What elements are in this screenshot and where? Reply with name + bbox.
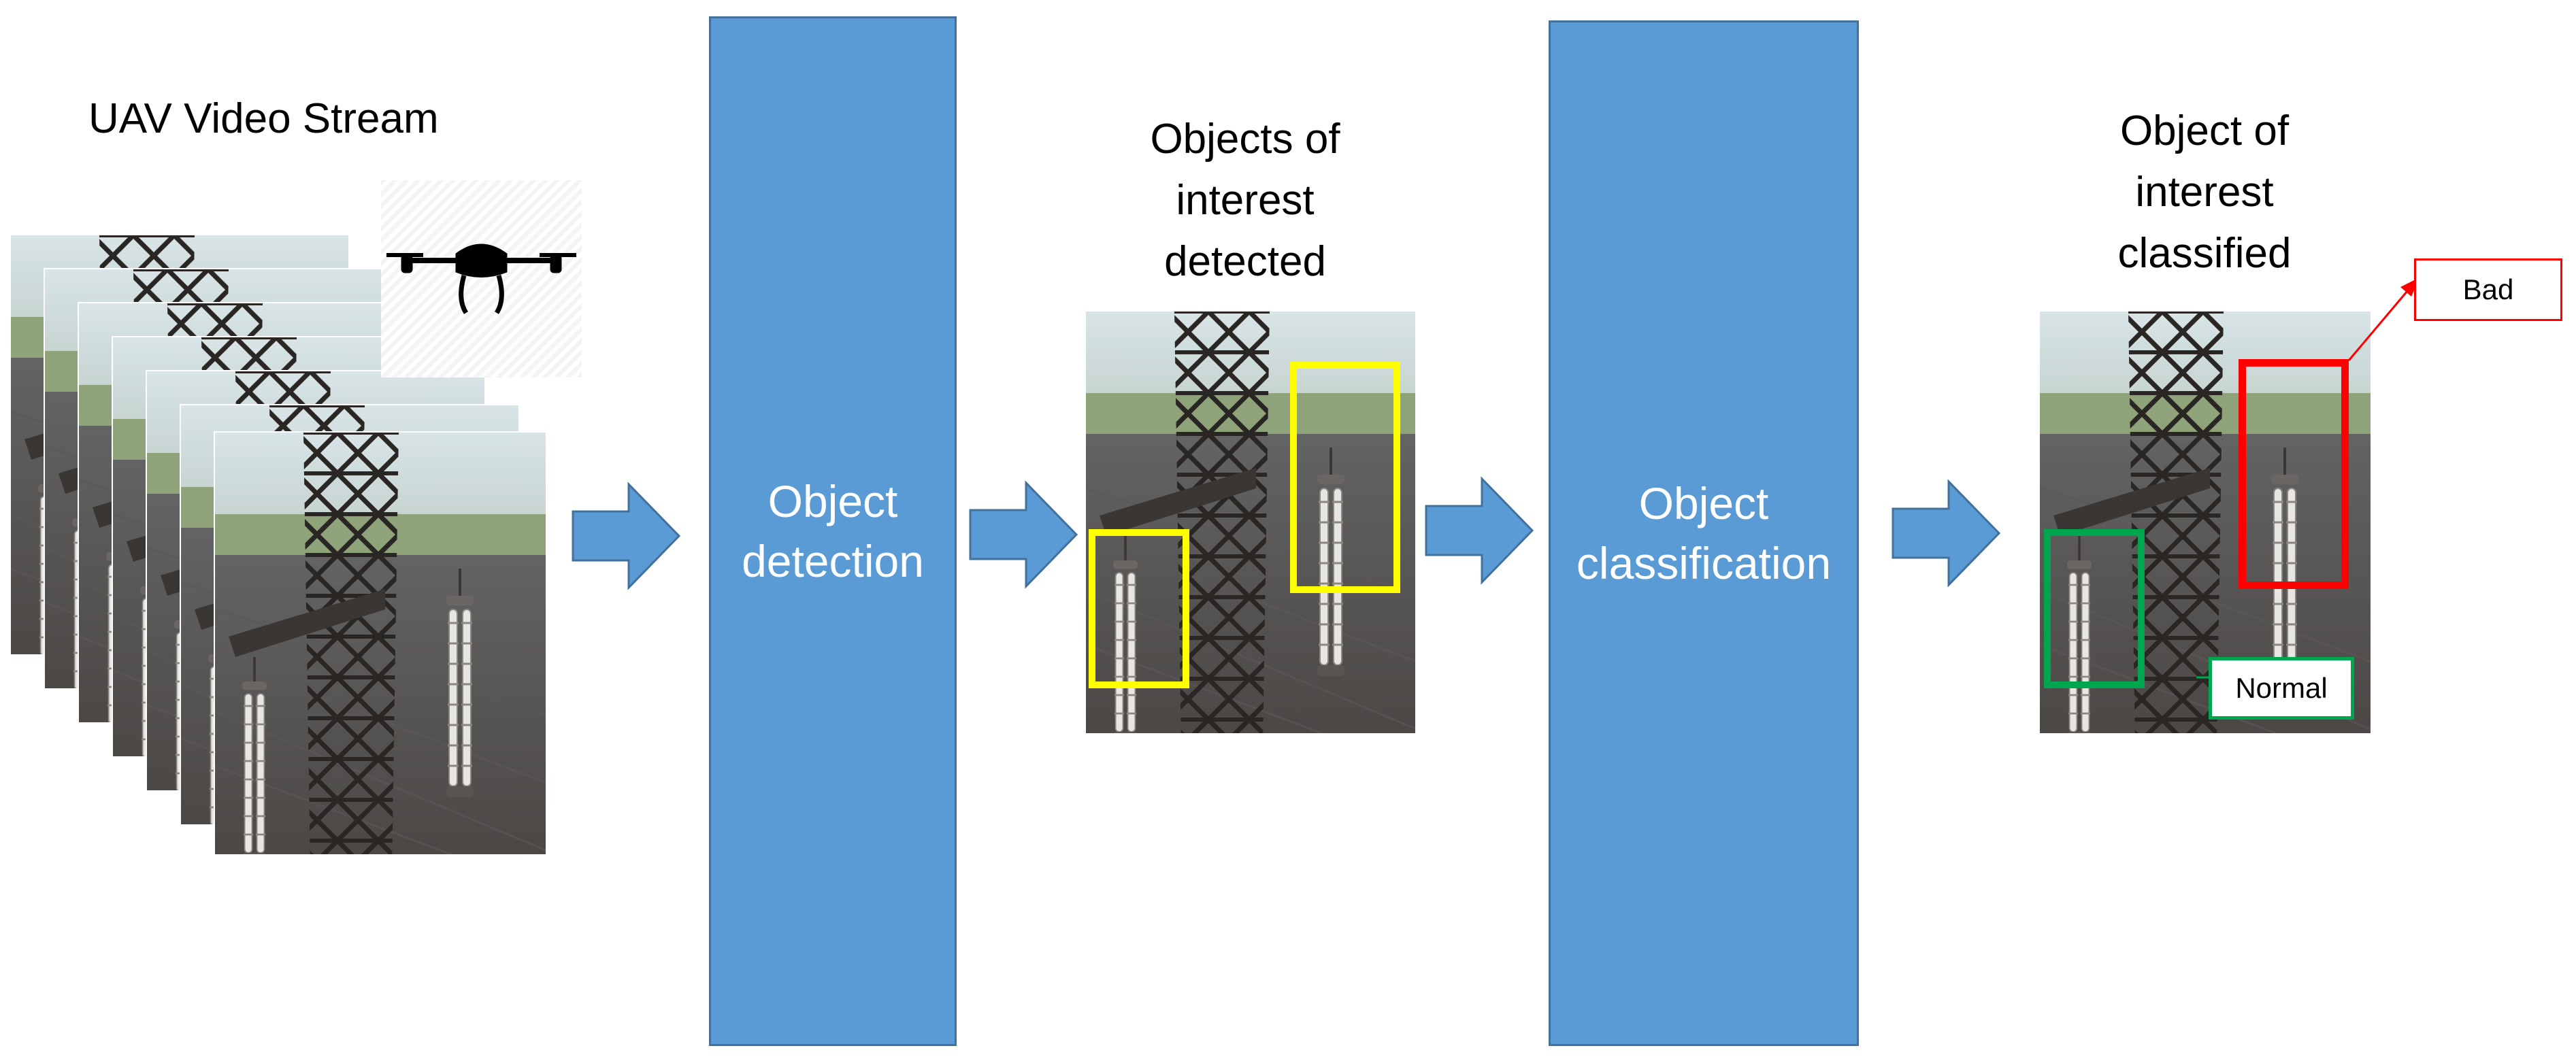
bad-box xyxy=(2239,359,2349,589)
drone-icon xyxy=(386,243,576,314)
right-arrow-icon xyxy=(572,482,681,590)
detection-box-2 xyxy=(1089,529,1189,688)
detected-title-line3: detected xyxy=(1164,238,1326,285)
right-arrow-icon xyxy=(1892,479,2001,588)
drone-backdrop xyxy=(381,180,582,377)
stage-classification-line1: Object xyxy=(1638,478,1769,528)
detected-title-line2: interest xyxy=(1176,177,1315,224)
detected-title-line1: Objects of xyxy=(1150,116,1340,163)
stage-classification-line2: classification xyxy=(1576,538,1832,588)
bad-label: Bad xyxy=(2414,258,2562,321)
detected-frame xyxy=(1085,310,1417,735)
input-title: UAV Video Stream xyxy=(88,95,439,142)
right-arrow-icon xyxy=(969,480,1078,589)
classified-title-line1: Object of xyxy=(2119,107,2290,154)
classified-frame xyxy=(2038,310,2372,735)
normal-box xyxy=(2044,529,2145,688)
detected-title: Objects of interest detected xyxy=(1075,109,1415,292)
detection-box-1 xyxy=(1290,362,1400,593)
stage-detection-line1: Object xyxy=(767,476,898,526)
object-classification-stage: Object classification xyxy=(1549,20,1859,1046)
stage-detection-line2: detection xyxy=(742,536,924,586)
normal-label: Normal xyxy=(2209,657,2354,720)
right-arrow-icon xyxy=(1425,476,1534,585)
object-detection-stage: Object detection xyxy=(709,16,957,1046)
classified-title: Object of interest classified xyxy=(2034,101,2375,284)
classified-title-line3: classified xyxy=(2117,230,2292,277)
video-frame xyxy=(214,431,547,856)
classified-title-line2: interest xyxy=(2135,169,2274,216)
